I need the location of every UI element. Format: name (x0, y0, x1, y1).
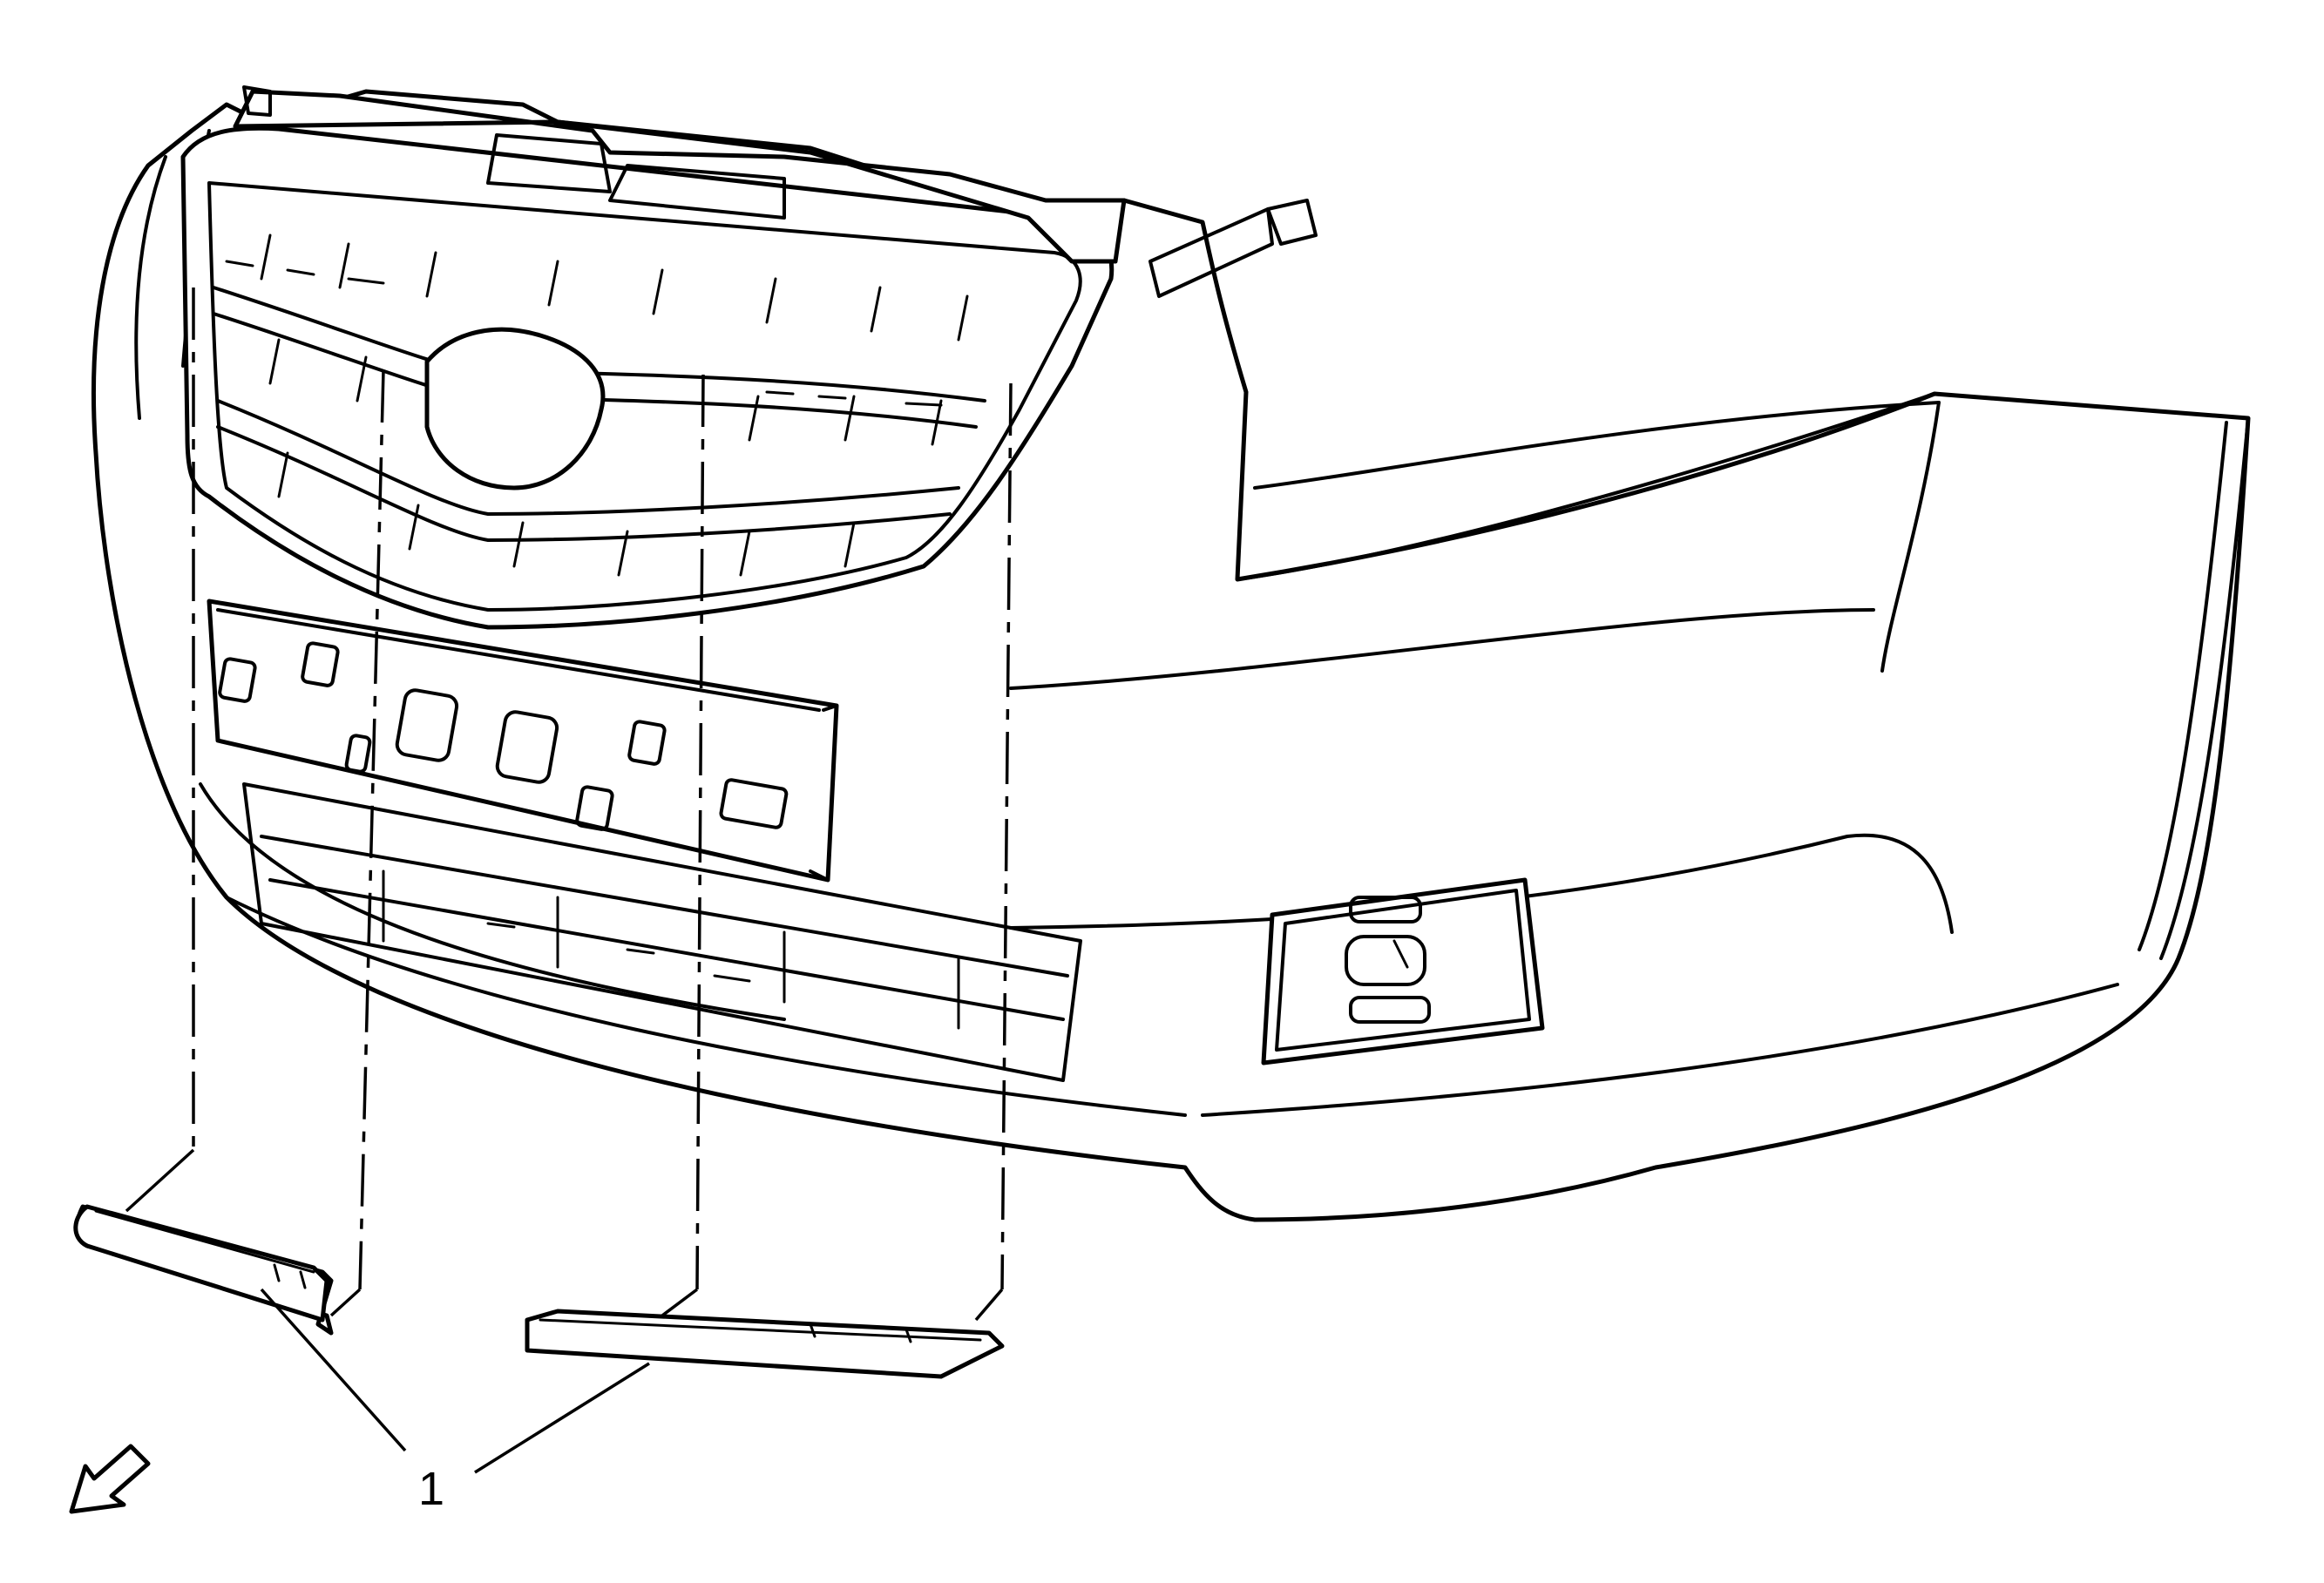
lower-grille (242, 782, 1082, 1082)
license-plate-bracket (207, 599, 839, 883)
lower-grille-molding-left (73, 1204, 334, 1336)
upper-grille-assembly (180, 85, 1318, 630)
fog-lamp-opening (1261, 877, 1545, 1065)
callout-label-1: 1 (418, 1463, 444, 1515)
callout-leaders (260, 1288, 650, 1474)
view-direction-arrow-icon (69, 1444, 151, 1514)
assembly-guide-lines (125, 288, 1013, 1322)
lower-grille-molding-right (525, 1309, 1005, 1379)
